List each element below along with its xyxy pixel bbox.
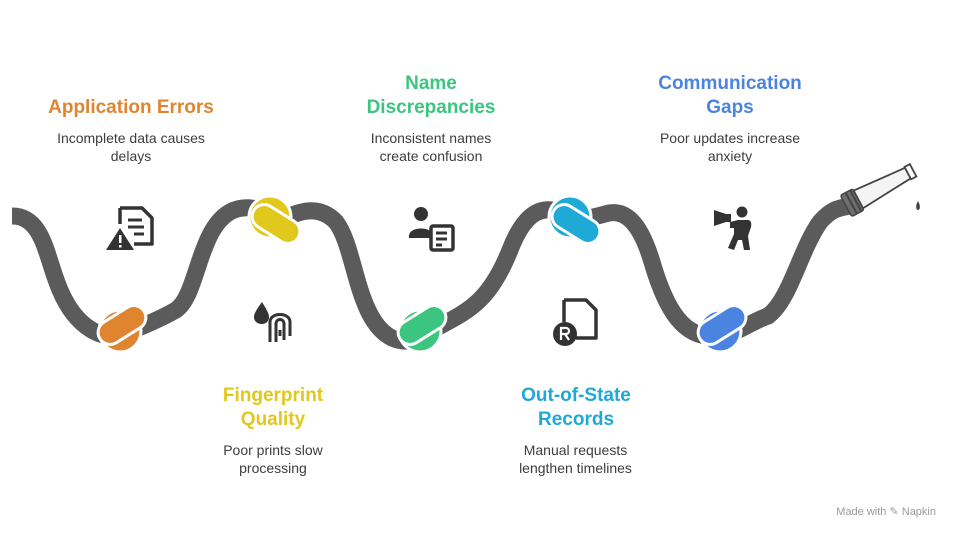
item-application-errors: Application Errors Incomplete data cause… (28, 96, 234, 165)
item-communication-gaps: Communication Gaps Poor updates increase… (640, 72, 820, 165)
document-warning-icon (106, 206, 154, 250)
item-desc: Poor updates increase anxiety (659, 130, 801, 164)
item-title: Communication Gaps (658, 73, 802, 118)
item-desc: Poor prints slow processing (223, 442, 323, 476)
item-desc: Incomplete data causes delays (57, 130, 205, 164)
person-document-icon (409, 207, 455, 252)
knot-communication-gaps (696, 304, 748, 354)
item-desc: Inconsistent names create confusion (370, 130, 492, 164)
item-desc: Manual requests lengthen timelines (519, 442, 632, 476)
water-drop (916, 201, 920, 210)
knot-application-errors (96, 304, 148, 354)
knot-fingerprint-quality (247, 194, 302, 245)
item-fingerprint-quality: Fingerprint Quality Poor prints slow pro… (198, 384, 348, 477)
fingerprint-icon (254, 302, 292, 342)
item-title: Application Errors (48, 97, 214, 118)
item-title: Name Discrepancies (366, 73, 496, 118)
item-out-of-state-records: Out-of-State Records Manual requests len… (496, 384, 656, 477)
megaphone-person-icon (714, 206, 752, 250)
item-name-discrepancies: Name Discrepancies Inconsistent names cr… (346, 72, 516, 165)
knot-out-of-state-records (547, 194, 602, 245)
item-title: Fingerprint Quality (222, 385, 324, 430)
item-title: Out-of-State Records (521, 385, 631, 430)
knot-name-discrepancies (396, 304, 448, 354)
registered-document-icon (553, 298, 598, 346)
hose-nozzle (840, 162, 918, 217)
watermark: Made with ✎ Napkin (836, 506, 936, 518)
